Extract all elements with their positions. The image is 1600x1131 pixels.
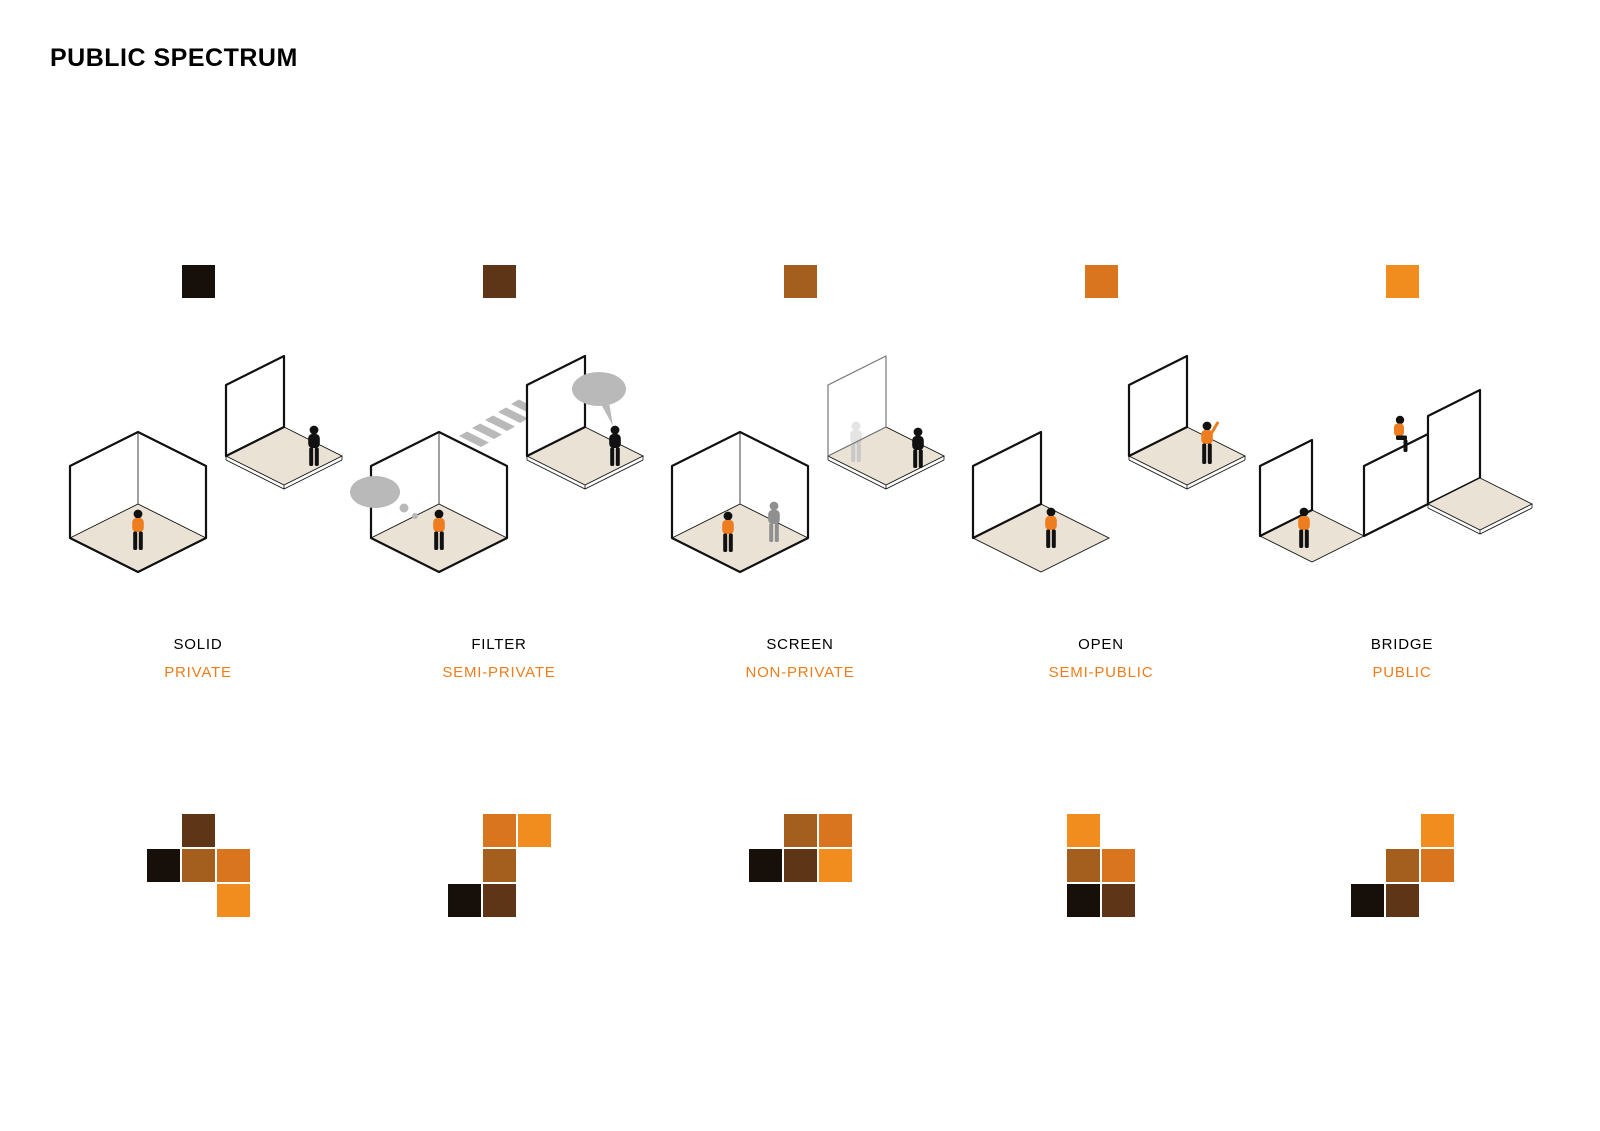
column-sublabel: PRIVATE [164,664,232,681]
pixel-cluster [1067,814,1135,917]
cluster-cell [447,884,481,917]
thought-bubble-icon [350,476,418,519]
column-label: SCREEN [766,636,834,653]
column-filter: FILTER SEMI-PRIVATE [350,265,647,917]
pixel-cluster [1350,814,1454,917]
cluster-cell [1385,884,1419,917]
column-solid: SOLID PRIVATE [50,265,346,917]
cluster-cell [1102,849,1135,882]
column-label: SOLID [173,636,223,653]
room-left-closed [670,430,810,574]
cluster-cell [517,814,551,847]
cluster-cell [146,849,180,882]
room-left-closed [68,430,208,574]
column-label: OPEN [1078,636,1124,653]
privacy-swatch [783,265,817,298]
isometric-diagram-filter [350,354,645,574]
cluster-cell [216,884,250,917]
column-sublabel: SEMI-PRIVATE [442,664,556,681]
cluster-cell [818,814,852,847]
cluster-cell [1420,849,1454,882]
isometric-diagram-open [971,354,1247,573]
privacy-swatch [181,265,215,298]
isometric-diagram-screen [670,355,946,574]
pixel-cluster [146,814,250,917]
cluster-cell [216,849,250,882]
shared-bridge-wall [1362,415,1430,538]
cluster-cell [1067,884,1100,917]
cluster-cell [181,849,215,882]
column-screen: SCREEN NON-PRIVATE [652,265,948,917]
column-sublabel: NON-PRIVATE [745,664,855,681]
room-left-open [971,430,1111,573]
room-right-screened [826,355,946,490]
privacy-swatch [1385,265,1419,298]
pixel-cluster [748,814,852,882]
cluster-cell [818,849,852,882]
cluster-cell [482,884,516,917]
cluster-cell [1350,884,1384,917]
page-title: PUBLIC SPECTRUM [50,44,298,72]
room-right-walled [224,354,344,490]
cluster-cell [1420,814,1454,847]
room-right-open [1127,354,1247,490]
column-label: BRIDGE [1370,636,1434,653]
room-right-walled [525,354,645,490]
column-open: OPEN SEMI-PUBLIC [953,265,1249,917]
cluster-cell [482,814,516,847]
column-sublabel: PUBLIC [1372,664,1432,681]
room-left-bridge [1258,438,1366,563]
cluster-cell [181,814,215,847]
cluster-cell [1067,814,1100,847]
column-sublabel: SEMI-PUBLIC [1048,664,1154,681]
isometric-diagram-solid [68,354,344,574]
spectrum-columns: SOLID PRIVATE [50,265,1550,917]
privacy-swatch [482,265,516,298]
cluster-cell [482,849,516,882]
cluster-cell [748,849,782,882]
cluster-cell [1102,884,1135,917]
column-bridge: BRIDGE PUBLIC [1254,265,1550,917]
cluster-cell [783,849,817,882]
cluster-cell [783,814,817,847]
privacy-swatch [1084,265,1118,298]
column-label: FILTER [471,636,527,653]
room-right-bridge [1426,388,1534,535]
pixel-cluster [447,814,551,917]
isometric-diagram-bridge [1258,388,1534,563]
cluster-cell [1385,849,1419,882]
speech-bubble-icon [572,372,626,426]
cluster-cell [1067,849,1100,882]
room-left-closed [369,430,509,574]
